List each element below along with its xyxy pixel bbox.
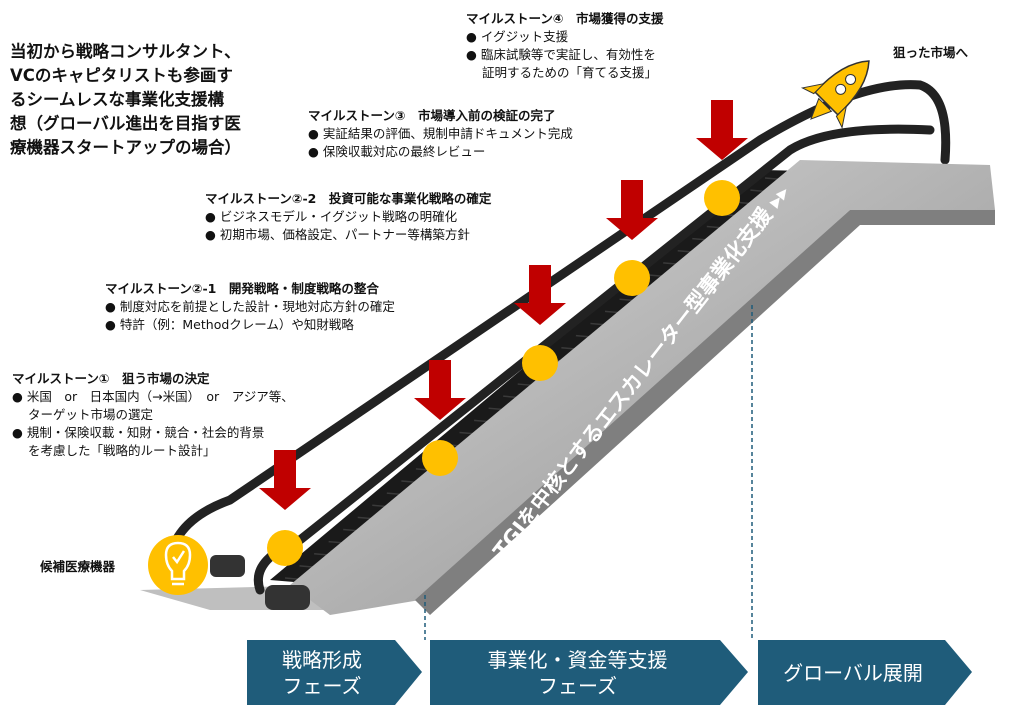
milestone-bullet: 米国 or 日本国内（→米国） or アジア等、 <box>26 389 294 404</box>
milestone-dot <box>704 180 740 216</box>
phase-label: フェーズ <box>282 673 362 698</box>
intro-line: 療機器スタートアップの場合） <box>10 138 241 157</box>
milestone-title: マイルストーン④ 市場獲得の支援 <box>466 11 664 26</box>
milestone-bullet-cont: を考慮した「戦略的ルート設計」 <box>28 443 216 458</box>
front-handrail <box>254 124 935 595</box>
milestone-title: マイルストーン②-2 投資可能な事業化戦略の確定 <box>205 191 492 206</box>
phase-3: グローバル展開 <box>758 640 948 705</box>
milestone-arrow <box>696 100 748 160</box>
milestone-arrow <box>259 450 311 510</box>
milestone-bullet: 臨床試験等で実証し、有効性を <box>480 47 656 62</box>
target-market-label: 狙った市場へ <box>893 45 969 60</box>
intro-line: VCのキャピタリストも参画す <box>10 66 233 85</box>
milestone-3: マイルストーン③ 市場導入前の検証の完了 ● 実証結果の評価、規制申請ドキュメン… <box>308 108 573 159</box>
milestone-dot <box>267 530 303 566</box>
intro-line: るシームレスな事業化支援構 <box>10 90 225 109</box>
rocket-icon <box>800 60 870 130</box>
milestone-bullet: イグジット支援 <box>480 29 569 44</box>
phase-label: 戦略形成 <box>282 647 362 672</box>
back-newel <box>210 555 245 577</box>
milestone-arrow <box>606 180 658 240</box>
milestone-bullet: 特許（例：Methodクレーム）や知財戦略 <box>119 317 354 332</box>
milestone-arrows <box>259 100 748 510</box>
milestone-title: マイルストーン②-1 開発戦略・制度戦略の整合 <box>105 281 379 296</box>
milestone-dot <box>422 440 458 476</box>
milestone-4: マイルストーン④ 市場獲得の支援 ● イグジット支援 ● 臨床試験等で実証し、有… <box>466 11 664 80</box>
intro-text: 当初から戦略コンサルタント、 VCのキャピタリストも参画す るシームレスな事業化… <box>10 40 310 160</box>
milestone-dots <box>267 180 740 566</box>
phase-label: 事業化・資金等支援 <box>487 647 668 672</box>
phase-label: グローバル展開 <box>783 660 923 685</box>
milestone-title: マイルストーン① 狙う市場の決定 <box>12 371 210 386</box>
intro-line: 当初から戦略コンサルタント、 <box>10 42 241 61</box>
front-newel <box>265 585 310 610</box>
escalator-side-lower <box>415 210 995 615</box>
milestone-1: マイルストーン① 狙う市場の決定 ● 米国 or 日本国内（→米国） or アジ… <box>12 371 294 458</box>
milestone-bullet-cont: ターゲット市場の選定 <box>28 407 154 422</box>
phase-label: フェーズ <box>538 673 617 698</box>
phase-1: 戦略形成 フェーズ <box>247 640 397 705</box>
phase-2: 事業化・資金等支援 フェーズ <box>430 640 725 705</box>
milestone-bullet: ビジネスモデル・イグジット戦略の明確化 <box>219 209 458 224</box>
milestone-2-1: マイルストーン②-1 開発戦略・制度戦略の整合 ● 制度対応を前提とした設計・現… <box>105 281 395 332</box>
intro-line: 想（グローバル進出を目指す医 <box>10 114 241 133</box>
milestone-dot <box>614 260 650 296</box>
phase-arrow-2 <box>430 640 748 705</box>
milestone-bullet-cont: 証明するための「育てる支援」 <box>482 65 658 80</box>
milestone-bullet: 規制・保険収載・知財・競合・社会的背景 <box>26 425 265 440</box>
milestone-bullet: 実証結果の評価、規制申請ドキュメント完成 <box>322 126 573 141</box>
milestone-arrow <box>514 265 566 325</box>
escalator-side-panel <box>290 160 995 615</box>
milestone-2-2: マイルストーン②-2 投資可能な事業化戦略の確定 ● ビジネスモデル・イグジット… <box>205 191 492 242</box>
phase-arrow-1 <box>247 640 422 705</box>
candidate-label: 候補医療機器 <box>40 559 116 574</box>
phase-arrow-3 <box>758 640 972 705</box>
milestone-arrow <box>414 360 466 420</box>
milestone-bullet: 保険収載対応の最終レビュー <box>322 144 486 159</box>
lightbulb-icon <box>148 535 208 595</box>
milestone-title: マイルストーン③ 市場導入前の検証の完了 <box>308 108 556 123</box>
milestone-bullet: 初期市場、価格設定、パートナー等構築方針 <box>219 227 470 242</box>
milestone-dot <box>522 345 558 381</box>
milestone-bullet: 制度対応を前提とした設計・現地対応方針の確定 <box>119 299 395 314</box>
